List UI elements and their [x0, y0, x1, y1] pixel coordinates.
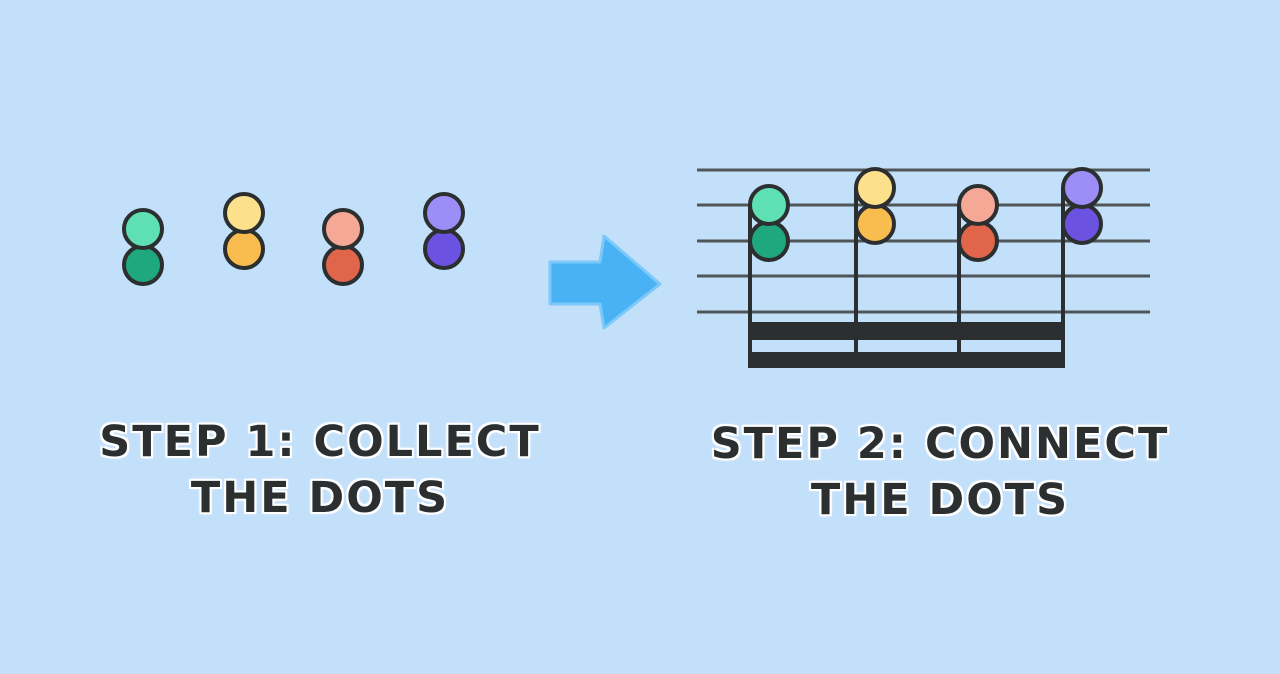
dot-red-lower [322, 244, 364, 286]
note-yellow-upper [854, 167, 896, 209]
dot-green-lower [122, 244, 164, 286]
step-1-caption-line-1: STEP 1: COLLECT [99, 417, 541, 467]
dot-pair-yellow [223, 192, 265, 270]
dot-green-upper [122, 208, 164, 250]
note-red-upper [957, 184, 999, 226]
dot-purple-upper [423, 192, 465, 234]
dot-purple-lower [423, 228, 465, 270]
dot-yellow-upper [223, 192, 265, 234]
step-2-caption-line-1: STEP 2: CONNECT [710, 419, 1170, 469]
note-yellow [854, 167, 896, 245]
note-green [748, 184, 790, 262]
step-1-caption: STEP 1: COLLECT THE DOTS [70, 414, 570, 526]
music-staff-group [697, 167, 1150, 368]
note-purple-lower [1061, 203, 1103, 245]
step-1-caption-line-2: THE DOTS [190, 473, 450, 523]
note-purple [1061, 167, 1103, 245]
dot-pair-red [322, 208, 364, 286]
step-2-caption: STEP 2: CONNECT THE DOTS [680, 416, 1200, 528]
note-red-lower [957, 220, 999, 262]
note-green-lower [748, 220, 790, 262]
note-purple-upper [1061, 167, 1103, 209]
note-yellow-lower [854, 203, 896, 245]
beam-2 [749, 352, 1062, 368]
dot-yellow-lower [223, 228, 265, 270]
note-red [957, 184, 999, 262]
dot-red-upper [322, 208, 364, 250]
collected-dots-group [122, 192, 465, 286]
dot-pair-green [122, 208, 164, 286]
note-green-upper [748, 184, 790, 226]
step-2-caption-line-2: THE DOTS [810, 475, 1070, 525]
beam-1 [749, 322, 1062, 340]
right-arrow-icon [548, 234, 662, 330]
dot-pair-purple [423, 192, 465, 270]
